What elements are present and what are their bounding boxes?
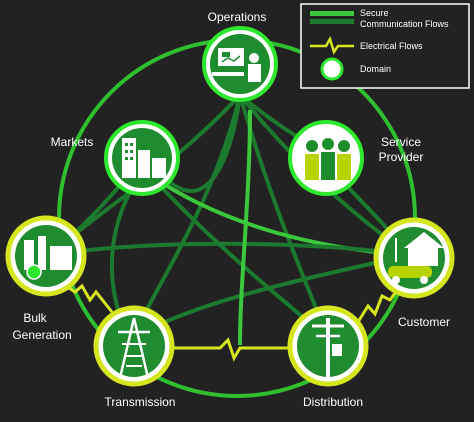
- domain-service-provider[interactable]: [288, 120, 364, 196]
- domain-bulk-generation[interactable]: [5, 215, 87, 297]
- electrical-flow-transmission-distribution: [170, 337, 290, 362]
- domain-markets[interactable]: [104, 120, 180, 196]
- legend-electrical: Electrical Flows: [360, 41, 423, 51]
- domain-operations[interactable]: [202, 26, 278, 102]
- label-bulk-generation-line1: Bulk: [23, 311, 47, 325]
- comm-flow-ops-center: [238, 109, 252, 346]
- comm-flow-bulk-customer: [49, 241, 411, 257]
- domain-customer[interactable]: [373, 217, 455, 299]
- legend-secure-swatch: [310, 11, 354, 16]
- electrical-flows: [59, 280, 402, 362]
- domain-transmission[interactable]: [93, 305, 175, 387]
- legend-electrical-swatch: [310, 35, 354, 55]
- legend: Secure Communication Flows Electrical Fl…: [300, 3, 470, 89]
- electrical-flow-bulk-transmission: [59, 280, 114, 313]
- comm-flow-transmission-customer: [131, 253, 411, 340]
- car-icon: [388, 266, 432, 278]
- label-markets: Markets: [51, 135, 94, 149]
- monitor-icon: [218, 48, 244, 66]
- plant-icon: [24, 240, 34, 270]
- label-service-provider-line1: Service: [381, 135, 421, 149]
- label-customer: Customer: [398, 315, 450, 329]
- legend-secure-line1: Secure: [360, 8, 389, 18]
- building-icon: [122, 138, 136, 178]
- label-service-provider-line2: Provider: [379, 150, 424, 164]
- communication-flows: [48, 93, 412, 346]
- electrical-flow-distribution-customer: [356, 285, 402, 323]
- label-bulk-generation-line2: Generation: [12, 328, 71, 342]
- domain-distribution[interactable]: [287, 305, 369, 387]
- house-icon: [404, 232, 444, 248]
- pylon-icon: [118, 317, 150, 379]
- legend-domain: Domain: [360, 64, 391, 74]
- operator-icon: [249, 53, 259, 63]
- legend-secure-line2: Communication Flows: [360, 19, 449, 29]
- worker-icon: [306, 140, 318, 152]
- label-distribution: Distribution: [303, 395, 363, 409]
- legend-domain-swatch: [320, 57, 344, 81]
- label-transmission: Transmission: [105, 395, 176, 409]
- label-operations: Operations: [208, 10, 267, 24]
